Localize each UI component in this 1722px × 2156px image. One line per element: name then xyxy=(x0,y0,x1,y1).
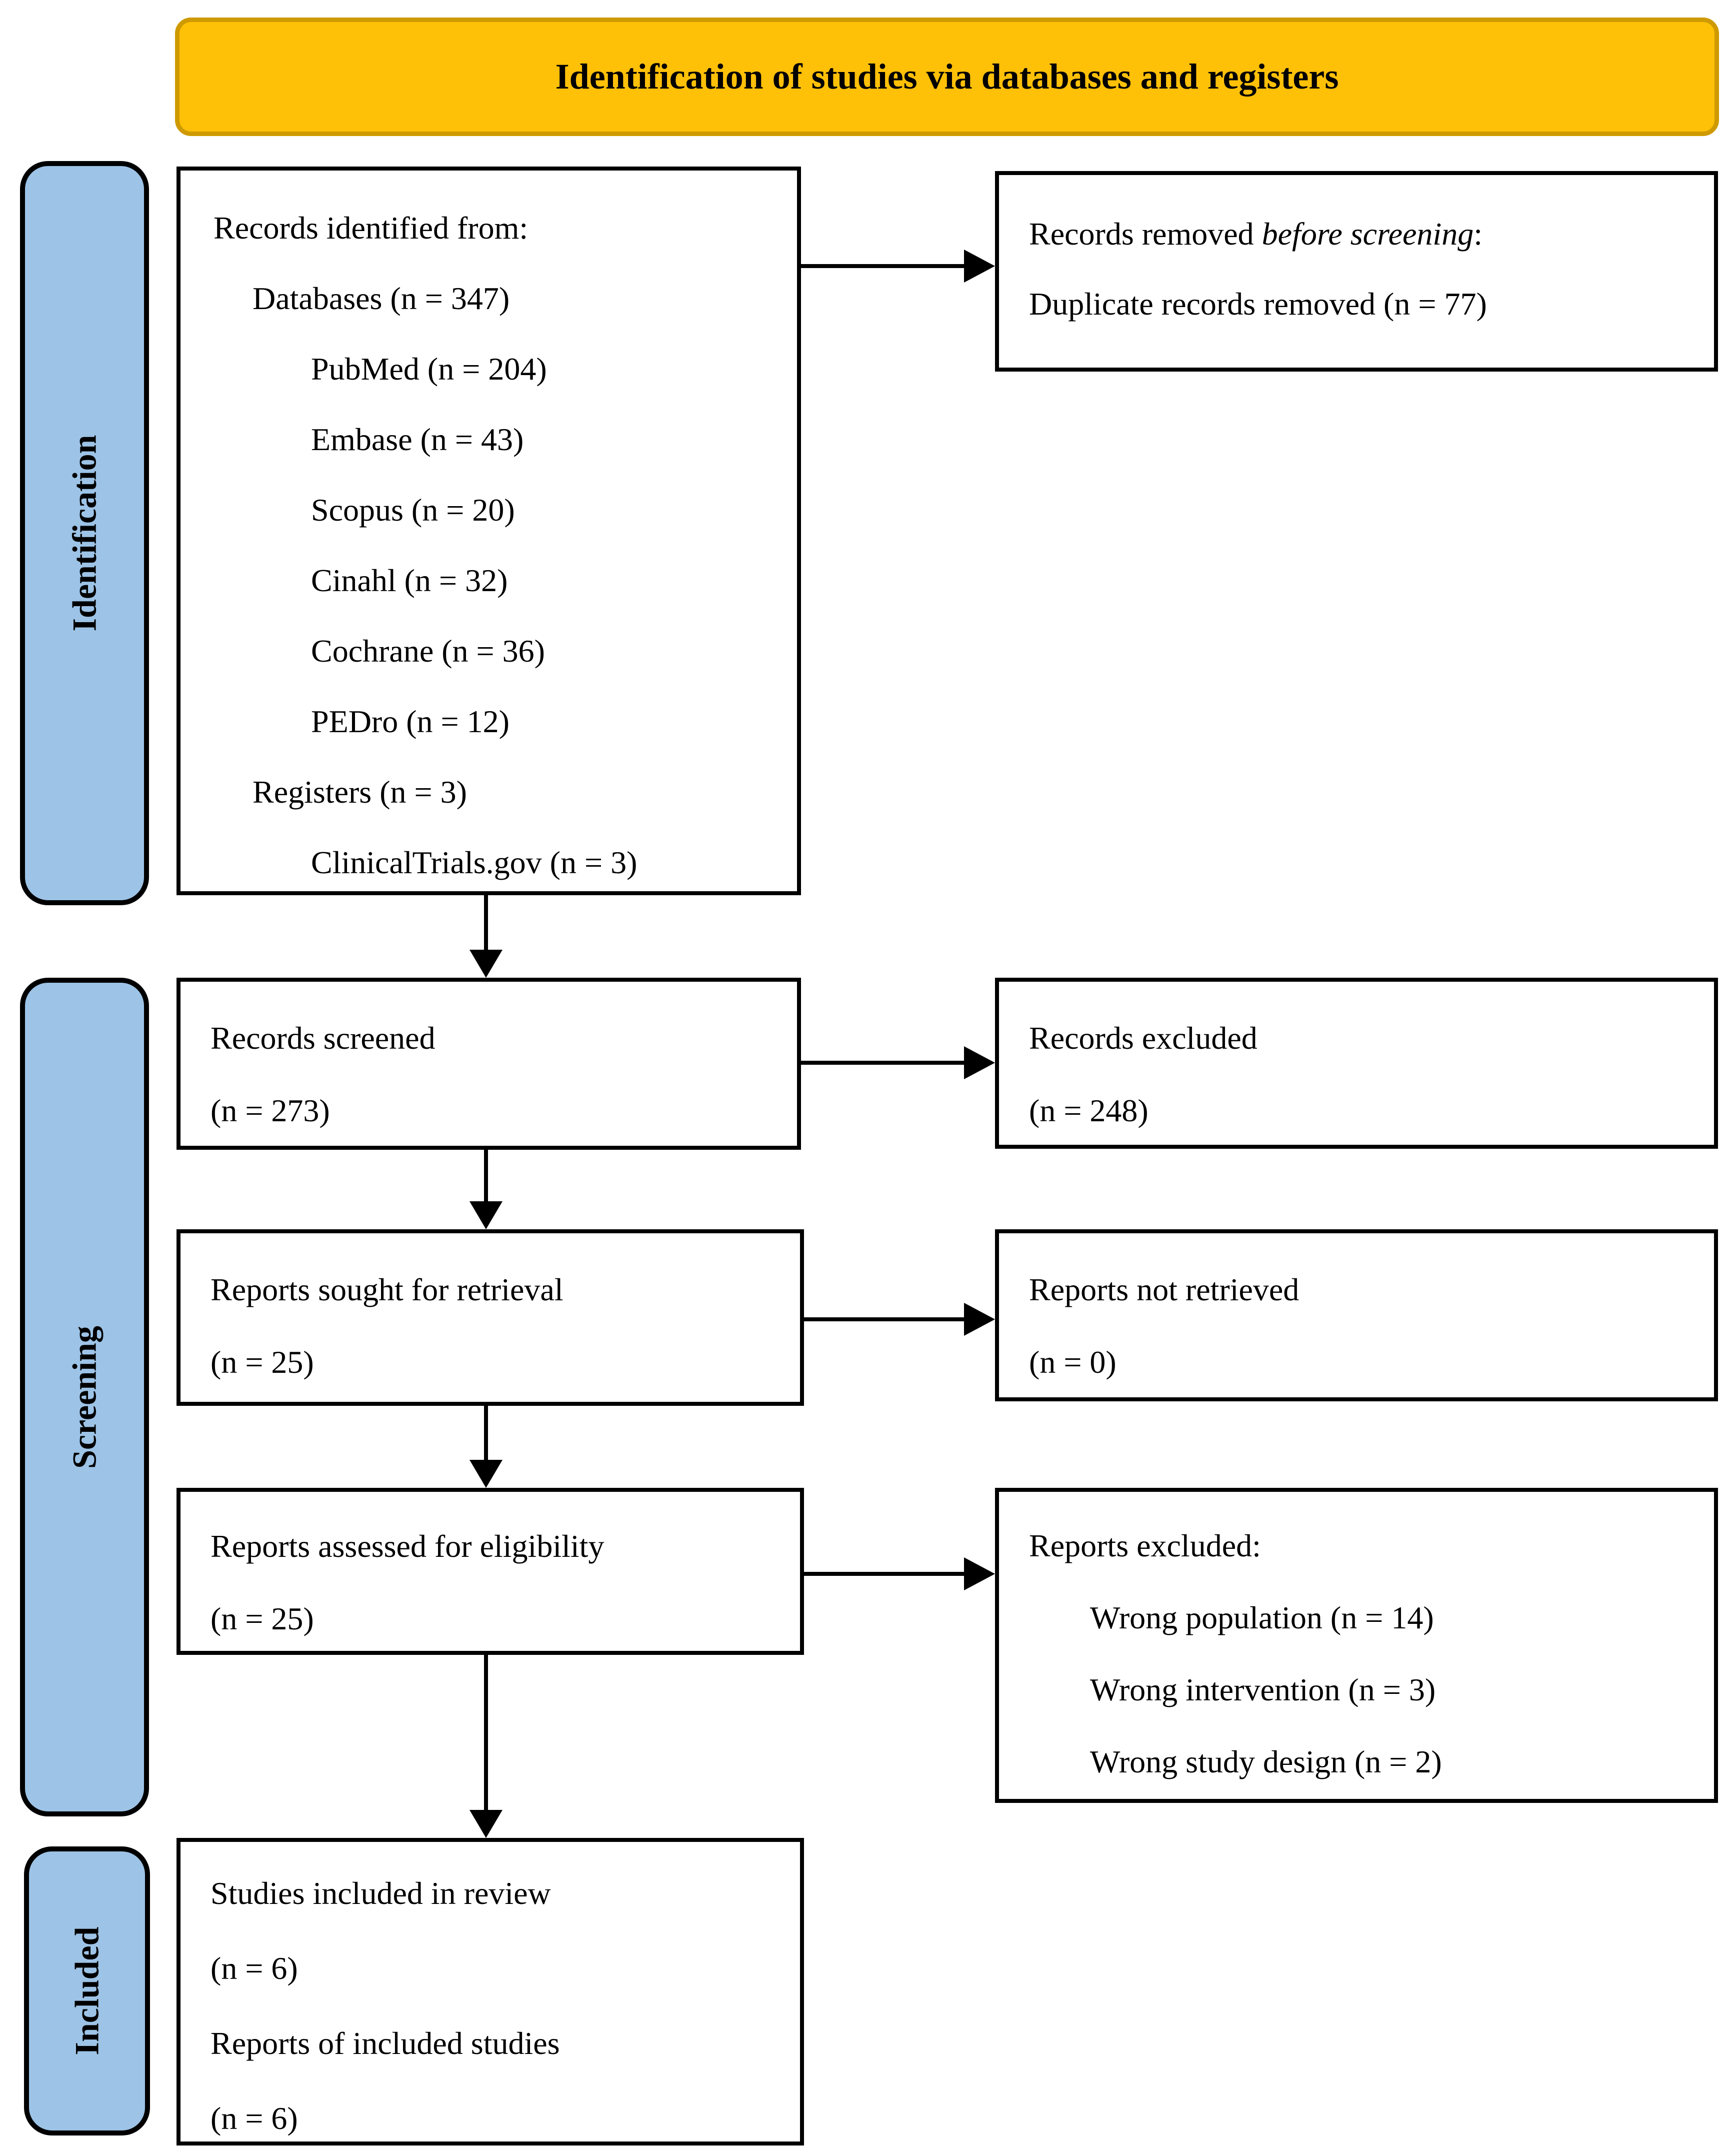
records-removed-prefix: Records removed xyxy=(1029,216,1262,252)
arrow-sought-to-assessed-shaft xyxy=(484,1406,488,1462)
box-reports-excluded: Reports excluded: Wrong population (n = … xyxy=(995,1488,1718,1803)
reports-included-count: (n = 6) xyxy=(210,2100,298,2136)
reports-assessed-label: Reports assessed for eligibility xyxy=(210,1528,604,1564)
records-removed-italic: before screening xyxy=(1262,216,1474,252)
records-excluded-label: Records excluded xyxy=(1029,1020,1258,1056)
arrow-identified-to-removed-shaft xyxy=(801,264,966,268)
stage-identification: Identification xyxy=(20,161,149,905)
stage-identification-label: Identification xyxy=(65,435,104,632)
wrong-study-design-count: Wrong study design (n = 2) xyxy=(1090,1744,1442,1779)
reports-excluded-heading: Reports excluded: xyxy=(1029,1528,1261,1563)
studies-included-count: (n = 6) xyxy=(210,1950,298,1986)
arrow-assessed-to-reports-excluded-shaft xyxy=(804,1572,966,1576)
arrow-assessed-to-reports-excluded-head xyxy=(964,1557,995,1590)
cinahl-count: Cinahl (n = 32) xyxy=(311,563,508,598)
banner: Identification of studies via databases … xyxy=(175,18,1719,136)
registers-count: Registers (n = 3) xyxy=(252,774,467,810)
box-reports-assessed: Reports assessed for eligibility (n = 25… xyxy=(176,1488,804,1655)
databases-count: Databases (n = 347) xyxy=(252,281,510,316)
stage-screening: Screening xyxy=(20,978,149,1816)
arrow-identified-to-removed-head xyxy=(964,250,995,283)
arrow-screened-to-excluded-head xyxy=(964,1046,995,1079)
records-excluded-count: (n = 248) xyxy=(1029,1093,1148,1128)
box-records-screened: Records screened (n = 273) xyxy=(176,978,801,1150)
arrow-screened-to-sought-shaft xyxy=(484,1150,488,1203)
box-records-excluded: Records excluded (n = 248) xyxy=(995,978,1718,1149)
reports-sought-label: Reports sought for retrieval xyxy=(210,1272,564,1307)
stage-screening-label: Screening xyxy=(65,1325,104,1469)
pubmed-count: PubMed (n = 204) xyxy=(311,351,547,387)
embase-count: Embase (n = 43) xyxy=(311,422,524,457)
wrong-intervention-count: Wrong intervention (n = 3) xyxy=(1090,1672,1436,1707)
banner-title: Identification of studies via databases … xyxy=(555,57,1339,97)
arrow-sought-to-not-retrieved-head xyxy=(964,1303,995,1336)
duplicates-removed-count: Duplicate records removed (n = 77) xyxy=(1029,286,1487,322)
cochrane-count: Cochrane (n = 36) xyxy=(311,633,545,669)
records-removed-suffix: : xyxy=(1474,216,1482,252)
box-reports-not-retrieved: Reports not retrieved (n = 0) xyxy=(995,1229,1718,1401)
scopus-count: Scopus (n = 20) xyxy=(311,492,515,528)
reports-not-retrieved-count: (n = 0) xyxy=(1029,1344,1116,1380)
stage-included: Included xyxy=(24,1846,150,2135)
arrow-sought-to-not-retrieved-shaft xyxy=(804,1317,966,1321)
arrow-assessed-to-included-head xyxy=(470,1810,502,1838)
records-screened-count: (n = 273) xyxy=(210,1093,330,1128)
box-records-removed: Records removed before screening: Duplic… xyxy=(995,171,1718,372)
records-identified-heading: Records identified from: xyxy=(214,210,528,246)
reports-not-retrieved-label: Reports not retrieved xyxy=(1029,1272,1300,1307)
reports-included-label: Reports of included studies xyxy=(210,2025,560,2061)
pedro-count: PEDro (n = 12) xyxy=(311,704,510,739)
arrow-assessed-to-included-shaft xyxy=(484,1655,488,1812)
arrow-identified-to-screened-shaft xyxy=(484,895,488,952)
box-reports-sought: Reports sought for retrieval (n = 25) xyxy=(176,1229,804,1406)
records-removed-heading: Records removed before screening: xyxy=(1029,199,1704,269)
reports-sought-count: (n = 25) xyxy=(210,1344,314,1380)
reports-assessed-count: (n = 25) xyxy=(210,1601,314,1636)
box-records-identified: Records identified from: Databases (n = … xyxy=(176,167,801,895)
arrow-screened-to-sought-head xyxy=(470,1201,502,1229)
stage-included-label: Included xyxy=(68,1926,106,2055)
arrow-identified-to-screened-head xyxy=(470,950,502,978)
arrow-screened-to-excluded-shaft xyxy=(801,1061,966,1065)
studies-included-label: Studies included in review xyxy=(210,1875,551,1911)
records-screened-label: Records screened xyxy=(210,1020,436,1056)
wrong-population-count: Wrong population (n = 14) xyxy=(1090,1600,1434,1635)
arrow-sought-to-assessed-head xyxy=(470,1460,502,1488)
box-studies-included: Studies included in review (n = 6) Repor… xyxy=(176,1838,804,2145)
clinicaltrials-count: ClinicalTrials.gov (n = 3) xyxy=(311,845,638,880)
